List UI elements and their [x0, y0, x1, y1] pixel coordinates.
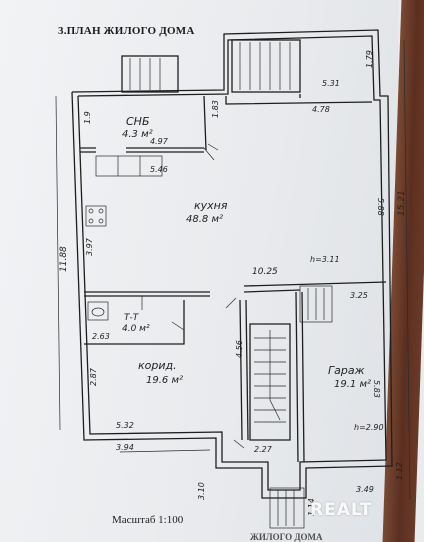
upper-left-stair: [121, 55, 179, 93]
dim-1-14: 1.14: [307, 498, 316, 516]
bottom-stair: [269, 487, 305, 529]
kitchen-fixtures: [85, 155, 163, 227]
dim-2-27: 2.27: [254, 445, 273, 454]
central-stair: [254, 330, 286, 423]
upper-stair: [231, 39, 301, 93]
garage-stair: [299, 285, 333, 323]
dim-10-25: 10.25: [252, 267, 278, 277]
dim-h-2-90: h=2.90: [354, 423, 384, 432]
dim-1-12: 1.12: [395, 462, 404, 480]
dimension-lines: [55, 39, 411, 501]
door-swings: [171, 143, 245, 449]
room-corridor-area: 19.6 м²: [146, 375, 183, 386]
room-garage-name: Гараж: [328, 364, 365, 377]
outer-walls: [71, 29, 393, 499]
dim-1-9: 1.9: [83, 111, 92, 124]
dim-5-88: 5.88: [376, 198, 385, 216]
dim-3-97: 3.97: [85, 237, 94, 256]
room-kitchen-name: кухня: [194, 199, 228, 212]
dim-4-97: 4.97: [150, 137, 169, 146]
internal-walls: [80, 94, 387, 463]
dim-5-46: 5.46: [150, 165, 168, 174]
dim-3-94: 3.94: [116, 443, 134, 452]
dim-2-87: 2.87: [89, 367, 98, 386]
dim-h-3-11: h=3.11: [310, 255, 340, 264]
dim-11-88: 11.88: [59, 246, 69, 272]
room-snb-name: СНБ: [126, 115, 150, 128]
room-toilet-area: 4.0 м²: [122, 324, 150, 334]
dim-5-83: 5.83: [372, 380, 381, 398]
dim-15-21: 15.21: [397, 190, 407, 216]
dim-3-10: 3.10: [197, 482, 206, 500]
room-kitchen-area: 48.8 м²: [186, 214, 223, 225]
dim-3-25: 3.25: [350, 291, 368, 300]
footer-title: ЖИЛОГО ДОМА: [250, 532, 323, 542]
dim-5-31: 5.31: [322, 79, 340, 88]
dim-5-32: 5.32: [116, 421, 134, 430]
dim-2-63: 2.63: [92, 332, 110, 341]
dim-4-56: 4.56: [235, 340, 244, 358]
room-garage-area: 19.1 м²: [334, 379, 371, 390]
dim-3-49: 3.49: [356, 485, 374, 494]
plan-title: 3.ПЛАН ЖИЛОГО ДОМА: [58, 25, 195, 37]
toilet-fixtures: [87, 296, 143, 321]
scale-label: Масштаб 1:100: [112, 514, 184, 526]
room-snb-area: 4.3 м²: [122, 129, 153, 140]
dim-1-83: 1.83: [211, 100, 220, 118]
dim-1-79: 1.79: [365, 50, 374, 68]
room-corridor-name: корид.: [138, 359, 177, 372]
dim-4-78: 4.78: [312, 105, 330, 114]
realt-watermark-logo: REALT: [310, 500, 373, 520]
room-toilet-name: Т-Т: [124, 313, 140, 323]
